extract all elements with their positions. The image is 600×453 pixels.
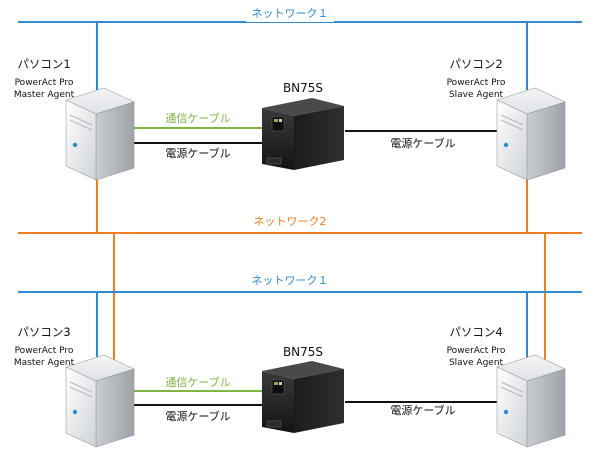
- power-cable-bottom-right-label: 電源ケーブル: [390, 403, 455, 417]
- pc1-tower-icon: [65, 87, 135, 181]
- comm-cable-bottom-label: 通信ケーブル: [165, 375, 230, 389]
- power-cable-top-left-label: 電源ケーブル: [165, 146, 230, 160]
- pc3-tower-icon: [65, 354, 135, 448]
- pc3-software: PowerAct Pro: [15, 346, 74, 356]
- pc1-software: PowerAct Pro: [15, 78, 74, 88]
- ups-top-icon: [262, 98, 344, 170]
- ups-bottom-icon: [262, 361, 344, 433]
- pc1-name: パソコン1: [17, 57, 70, 71]
- pc3-name: パソコン3: [17, 325, 70, 339]
- network1-top-label: ネットワーク１: [252, 7, 329, 20]
- pc4-tower-icon: [496, 354, 566, 448]
- pc2-software: PowerAct Pro: [447, 78, 506, 88]
- network1-bottom-label: ネットワーク１: [252, 274, 329, 287]
- pc4-software: PowerAct Pro: [447, 346, 506, 356]
- power-cable-top-right-label: 電源ケーブル: [390, 136, 455, 150]
- pc4-role: Slave Agent: [449, 358, 504, 368]
- comm-cable-top-label: 通信ケーブル: [165, 111, 230, 125]
- pc3-role: Master Agent: [14, 358, 75, 368]
- ups-top-name: BN75S: [283, 81, 323, 95]
- network2-label: ネットワーク2: [254, 215, 327, 228]
- pc2-tower-icon: [496, 87, 566, 181]
- pc4-name: パソコン4: [449, 325, 502, 339]
- pc2-name: パソコン2: [449, 57, 502, 71]
- pc1-role: Master Agent: [14, 90, 75, 100]
- ups-bottom-name: BN75S: [283, 345, 323, 359]
- power-cable-bottom-left-label: 電源ケーブル: [165, 409, 230, 423]
- pc2-role: Slave Agent: [449, 90, 504, 100]
